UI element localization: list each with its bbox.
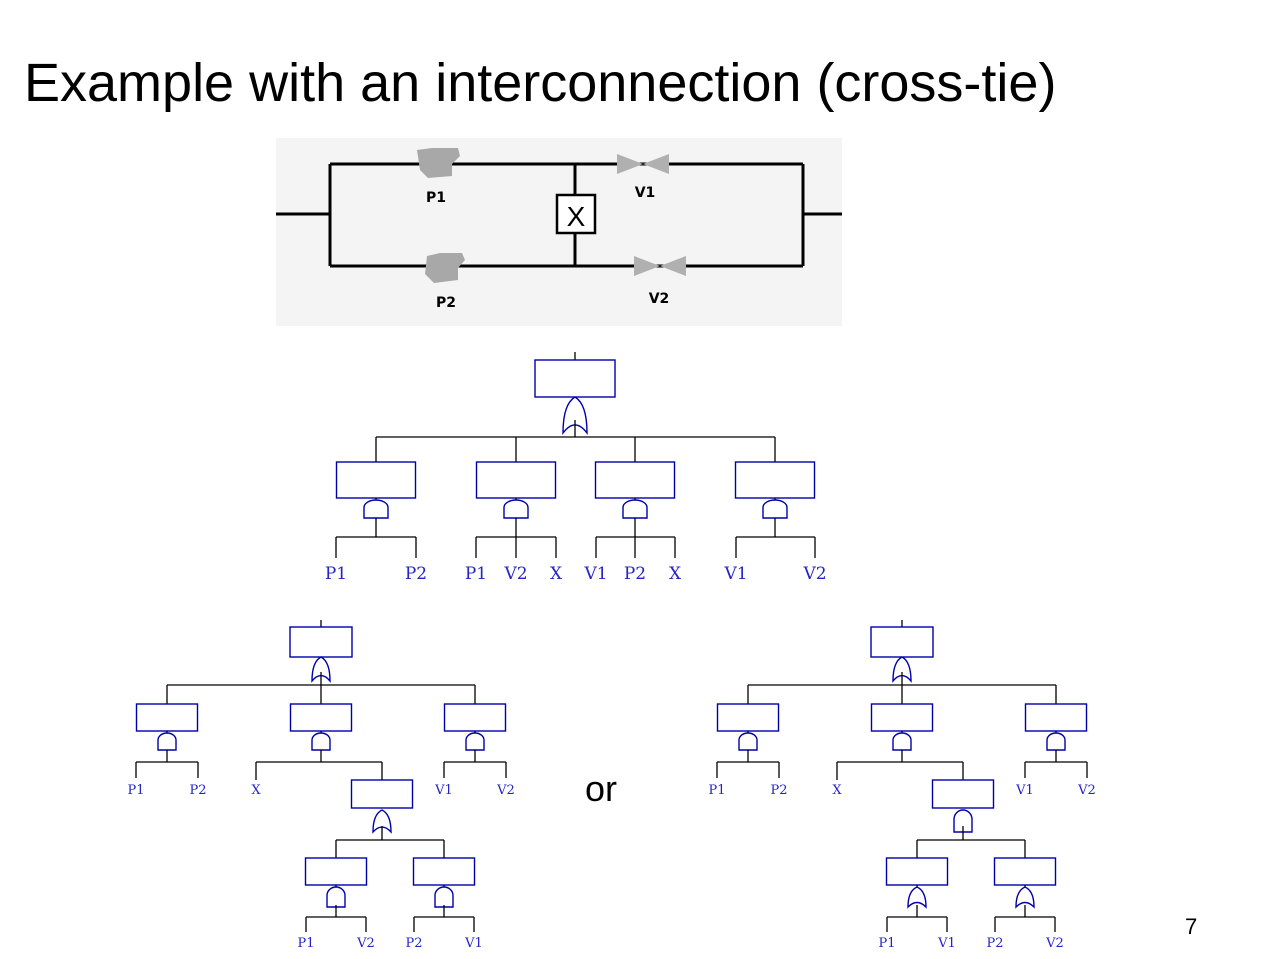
event-box <box>475 461 557 499</box>
basic-event-label: P2 <box>770 783 787 798</box>
slide-title: Example with an interconnection (cross-t… <box>24 53 1057 113</box>
and-gate-icon <box>892 732 912 751</box>
basic-event-label: P2 <box>986 936 1003 951</box>
basic-event-label: V2 <box>356 936 375 951</box>
basic-event-label: P2 <box>189 783 206 798</box>
event-box <box>716 703 780 732</box>
basic-event-label: P1 <box>878 936 895 951</box>
basic-event-label: P1 <box>708 783 725 798</box>
and-gate-icon <box>434 886 454 908</box>
basic-event-label: P1 <box>465 564 487 584</box>
basic-event-label: X <box>550 564 563 584</box>
basic-event-label: V1 <box>723 564 747 584</box>
basic-event-label: P2 <box>405 564 427 584</box>
basic-event-label: V2 <box>1077 783 1096 798</box>
basic-event-label: V1 <box>434 783 453 798</box>
and-gate-icon <box>363 499 389 519</box>
basic-event-label: V1 <box>937 936 956 951</box>
event-box <box>412 857 476 886</box>
event-box <box>993 857 1057 886</box>
basic-event-label: P1 <box>297 936 314 951</box>
basic-event-label: V1 <box>1015 783 1034 798</box>
and-gate-icon <box>738 732 758 751</box>
valve-v2-icon <box>634 256 686 276</box>
and-gate-icon <box>762 499 788 519</box>
and-gate-icon <box>311 732 331 751</box>
and-gate-icon <box>465 732 485 751</box>
system-schematic: X P1 P2 V1 V2 <box>276 138 842 326</box>
valve-v1-icon <box>617 154 669 174</box>
basic-event-label: P2 <box>405 936 422 951</box>
and-gate-icon <box>1046 732 1066 751</box>
event-box <box>443 703 507 732</box>
crosstie-box <box>555 193 597 235</box>
or-gate-icon <box>1015 886 1035 909</box>
basic-event-label: V2 <box>802 564 826 584</box>
event-box <box>1024 703 1088 732</box>
basic-event-label: V2 <box>496 783 515 798</box>
basic-event-label: X <box>832 783 842 798</box>
valve-v2-label: V2 <box>649 291 670 307</box>
crosstie-label: X <box>567 201 586 232</box>
event-box <box>885 857 949 886</box>
or-gate-icon <box>907 886 927 909</box>
basic-event-label: P1 <box>325 564 347 584</box>
event-box <box>135 703 199 732</box>
basic-event-label: V2 <box>1045 936 1064 951</box>
and-gate-icon <box>953 809 973 833</box>
basic-event-label: P1 <box>127 783 144 798</box>
event-box <box>304 857 368 886</box>
or-label: or <box>585 768 618 809</box>
and-gate-icon <box>157 732 177 751</box>
valve-v1-label: V1 <box>635 185 656 201</box>
basic-event-label: P2 <box>624 564 646 584</box>
event-box <box>289 626 353 658</box>
basic-event-label: V1 <box>464 936 483 951</box>
and-gate-icon <box>622 499 648 519</box>
pump-p1-icon <box>417 148 460 178</box>
basic-event-label: X <box>251 783 261 798</box>
event-box <box>870 703 934 732</box>
pump-p2-label: P2 <box>436 295 456 311</box>
event-box <box>931 779 995 809</box>
basic-event-label: X <box>669 564 682 584</box>
basic-event-label: V2 <box>503 564 527 584</box>
and-gate-icon <box>326 886 346 908</box>
event-box <box>734 461 816 499</box>
event-box <box>534 359 616 398</box>
event-box <box>350 779 414 809</box>
pump-p2-icon <box>425 253 465 283</box>
fault-tree-main: P1 P2 P1 V2 X V1 P2 X V1 V2 <box>325 352 827 584</box>
event-box <box>289 703 353 732</box>
event-box <box>594 461 676 499</box>
page-number: 7 <box>1185 914 1198 939</box>
event-box <box>870 626 934 658</box>
basic-event-label: V1 <box>583 564 607 584</box>
pump-p1-label: P1 <box>426 190 446 206</box>
event-box <box>335 461 417 499</box>
and-gate-icon <box>503 499 529 519</box>
